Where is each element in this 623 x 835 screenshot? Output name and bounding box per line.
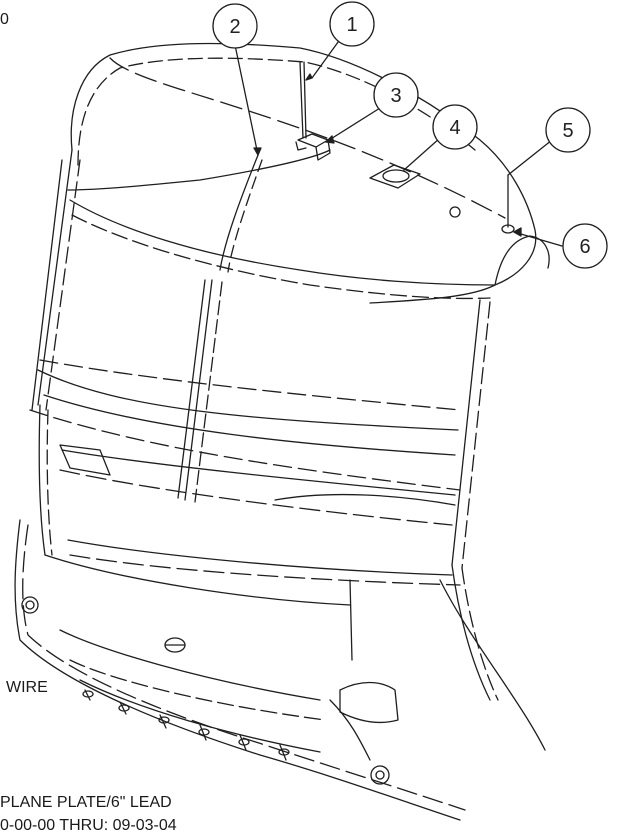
bumper-outline [14, 519, 466, 821]
callout-1-circle [329, 1, 375, 47]
wire-label-fragment: WIRE [6, 679, 48, 696]
marker-antenna [501, 174, 515, 234]
callout-4-label: 4 [449, 117, 460, 139]
leader-lines [234, 37, 563, 247]
callout-3-label: 3 [390, 85, 401, 107]
hood-outline [38, 404, 546, 751]
callout-6-label: 6 [579, 236, 590, 258]
callout-5-label: 5 [562, 120, 573, 142]
callout-3-circle [373, 72, 419, 118]
plate-lead-label-fragment: PLANE PLATE/6" LEAD [0, 794, 172, 811]
date-range-fragment: 0-00-00 THRU: 09-03-04 [0, 817, 177, 834]
roof-hatch [369, 164, 421, 189]
callout-4-circle [432, 104, 478, 150]
callout-1-label: 1 [346, 14, 357, 36]
roof-cap-outline [67, 42, 550, 304]
corner-text-fragment: 0 [0, 11, 9, 28]
windshield-outline [29, 149, 491, 569]
callout-5-circle [545, 107, 591, 153]
callout-6-circle [562, 223, 608, 269]
callout-2-label: 2 [229, 16, 240, 38]
callout-2-circle [212, 3, 258, 49]
